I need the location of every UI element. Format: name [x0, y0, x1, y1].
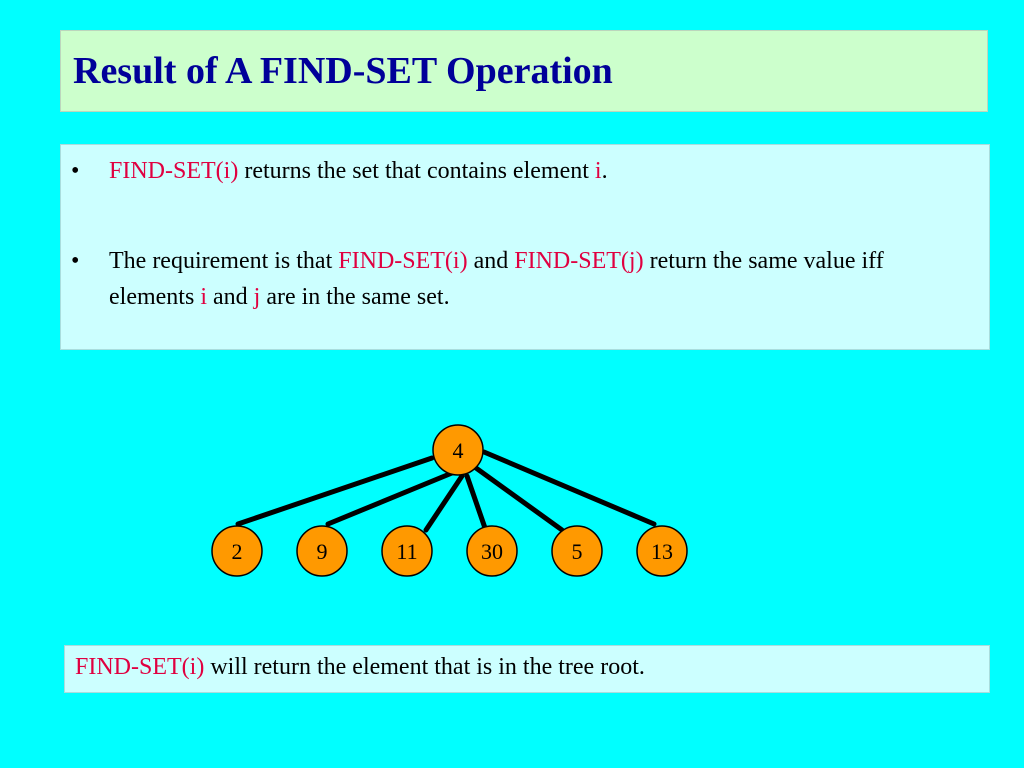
element-j: j [253, 284, 261, 310]
note-box: FIND-SET(i) will return the element that… [64, 645, 990, 693]
node-circle [296, 525, 348, 577]
tree-edge [235, 455, 435, 527]
node-label: 9 [317, 539, 328, 564]
text-run: will return the element that is in the t… [204, 654, 645, 680]
element-i: i [200, 284, 207, 310]
tree-edges [235, 449, 657, 533]
tree-edge [325, 470, 455, 527]
node-label: 4 [453, 438, 464, 463]
page-title: Result of A FIND-SET Operation [73, 50, 613, 92]
bullet-text-1: FIND-SET(i) returns the set that contain… [109, 153, 969, 189]
tree-edge [464, 473, 488, 531]
text-run: and [467, 248, 515, 274]
tree-child-node: 2 [211, 525, 263, 577]
bullet-text-2: The requirement is that FIND-SET(i) and … [109, 243, 969, 315]
bullet-box: • FIND-SET(i) returns the set that conta… [60, 144, 990, 350]
text-run: returns the set that contains element [238, 158, 595, 184]
text-run: . [601, 158, 608, 184]
text-run: The requirement is that [109, 248, 339, 274]
note-text: FIND-SET(i) will return the element that… [75, 654, 645, 681]
node-circle [211, 525, 263, 577]
node-circle [636, 525, 688, 577]
text-run: are in the same set. [260, 284, 450, 310]
tree-child-node: 13 [636, 525, 688, 577]
find-set-i: FIND-SET(i) [109, 158, 239, 184]
tree-child-node: 9 [296, 525, 348, 577]
node-circle [466, 525, 518, 577]
text-run: and [206, 284, 254, 310]
find-set-i: FIND-SET(i) [75, 654, 205, 680]
tree-edge [423, 473, 465, 533]
node-label: 2 [232, 539, 243, 564]
tree-root-node: 4 [432, 424, 484, 476]
find-set-i: FIND-SET(i) [338, 248, 468, 274]
tree-child-node: 5 [551, 525, 603, 577]
node-label: 11 [396, 539, 417, 564]
node-label: 30 [481, 539, 503, 564]
node-label: 13 [651, 539, 673, 564]
element-i: i [594, 158, 602, 184]
text-run: return the same value iff elements [109, 248, 884, 310]
tree-edge [481, 449, 657, 527]
bullet-marker: • [71, 248, 80, 274]
node-circle [381, 525, 433, 577]
title-box: Result of A FIND-SET Operation [60, 30, 988, 112]
node-label: 5 [572, 539, 583, 564]
bullet-marker: • [71, 158, 80, 184]
node-circle [432, 424, 484, 476]
tree-nodes: 4 2 9 11 30 5 13 [211, 424, 688, 577]
node-circle [551, 525, 603, 577]
tree-edge [473, 465, 565, 533]
find-set-j: FIND-SET(j) [514, 248, 644, 274]
tree-child-node: 30 [466, 525, 518, 577]
tree-child-node: 11 [381, 525, 433, 577]
